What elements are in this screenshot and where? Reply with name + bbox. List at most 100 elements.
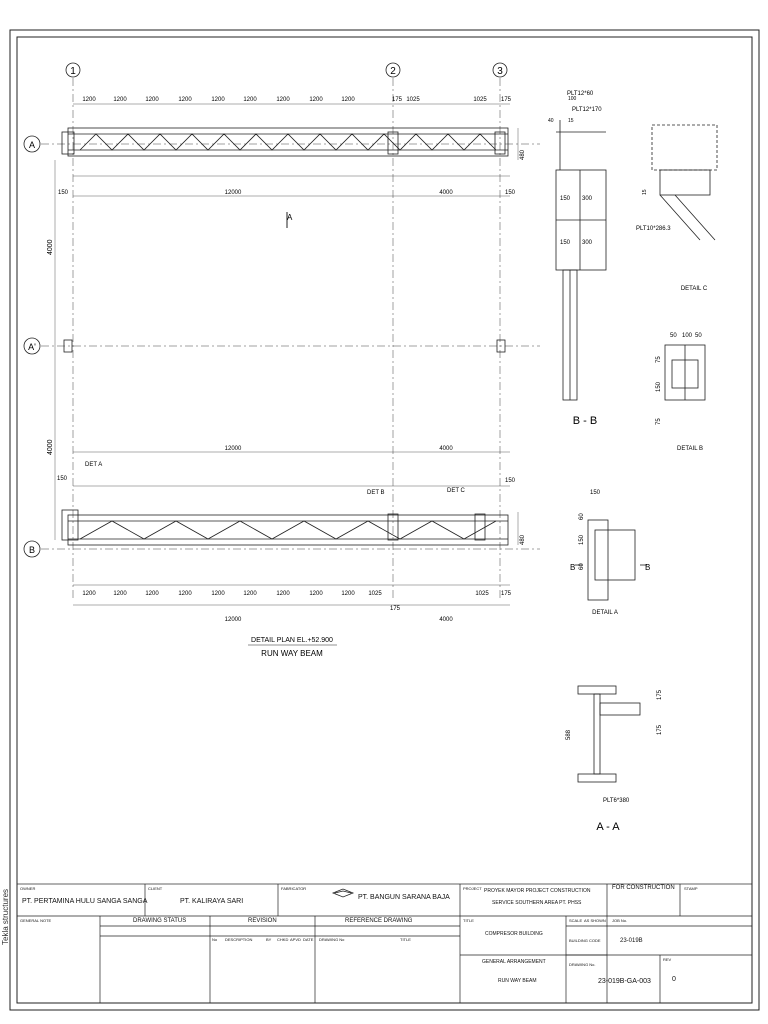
bb-plate-2: PLT12*170: [572, 107, 602, 113]
top-beam: [61, 127, 509, 157]
dim-bot-12000: 12000: [225, 617, 242, 623]
dim-bot-6: 1200: [276, 591, 290, 597]
section-mark-a: A: [287, 213, 293, 222]
bottom-beam: [61, 509, 509, 546]
aa-title: A - A: [596, 821, 620, 833]
rev-header-chkd: CHKD: [277, 937, 289, 942]
client-value: PT. KALIRAYA SARI: [180, 898, 244, 905]
dim-top-10: 1025: [406, 97, 420, 103]
rev-label: REV: [663, 957, 672, 962]
dim-bot-8: 1200: [341, 591, 355, 597]
reference-drawing-label: REFERENCE DRAWING: [345, 918, 413, 924]
dim-bot-4000: 4000: [439, 617, 453, 623]
grid-lines: [41, 78, 540, 600]
dim-top-11: 1025: [473, 97, 487, 103]
inner-border: [16, 36, 753, 1004]
building-code-value: 23-019B: [620, 938, 643, 944]
grid-markers: [23, 62, 508, 558]
dim-bot-11: 175: [501, 591, 512, 597]
bb-title: B - B: [573, 415, 597, 427]
dim-bot-9: 1025: [368, 591, 382, 597]
bb-dim-100: 100: [568, 96, 577, 102]
owner-label: OWNER: [20, 886, 36, 891]
project-label: PROJECT: [463, 886, 482, 891]
project-line-1: PROYEK MAYOR PROJECT CONSTRUCTION: [484, 888, 591, 894]
revision-label: REVISION: [248, 918, 277, 924]
dim-top-12000: 12000: [225, 190, 242, 196]
status-stamp: FOR CONSTRUCTION: [612, 885, 675, 891]
outer-border: [9, 29, 760, 1011]
dim-bot-1: 1200: [113, 591, 127, 597]
dim-top-0: 1200: [82, 97, 96, 103]
detail-c-plate: PLT10*286.3: [636, 226, 671, 232]
dim-top-9: 175: [392, 97, 403, 103]
detail-a-dim-150: 150: [590, 490, 601, 496]
dim-bot-7: 1200: [309, 591, 323, 597]
title-sub-2: RUN WAY BEAM: [498, 978, 537, 984]
aa-dim-175b: 175: [657, 724, 663, 735]
title-sub-1: GENERAL ARRANGEMENT: [482, 959, 546, 965]
dim-side-4000-lower: 4000: [47, 439, 54, 455]
stamp-label: STAMP: [684, 886, 698, 891]
support-a-prime-right: [496, 339, 506, 353]
drawing-no-label: DRAWING No.: [569, 962, 596, 967]
section-aa: [577, 685, 641, 783]
aa-dim-175a: 175: [657, 689, 663, 700]
aa-dim-588: 588: [566, 729, 572, 740]
title-label: TITLE: [463, 918, 474, 923]
top-dim-labels: 1200 1200 1200 1200 1200 1200 1200 1200 …: [58, 97, 516, 196]
detail-a-mark-right: B: [645, 563, 650, 572]
row-label-a: A: [29, 140, 35, 150]
bb-dim-300b: 300: [582, 240, 593, 246]
dim-height-480-bottom: 480: [520, 534, 526, 545]
plan-subtitle: RUN WAY BEAM: [261, 649, 323, 658]
dim-bot-4: 1200: [211, 591, 225, 597]
detail-c: [651, 124, 718, 241]
rev-header-title: TITLE: [400, 937, 411, 942]
row-label-b: B: [29, 545, 35, 555]
dim-top-7: 1200: [309, 97, 323, 103]
client-label: CLIENT: [148, 886, 163, 891]
scale-value: AS SHOWN: [584, 918, 606, 923]
dim-top-right-150: 150: [505, 190, 516, 196]
fabricator-value: PT. BANGUN SARANA BAJA: [358, 894, 450, 901]
dim-bu-12000: 12000: [225, 446, 242, 452]
dim-top-2: 1200: [145, 97, 159, 103]
fabricator-label: FABRICATOR: [281, 886, 307, 891]
grid-label-1: 1: [70, 66, 76, 77]
detail-b-dim-4: 150: [656, 381, 662, 392]
top-dimension-lines: [54, 103, 519, 606]
rev-header-no: No: [212, 937, 218, 942]
bb-dim-40: 40: [548, 118, 554, 124]
dim-top-4000: 4000: [439, 190, 453, 196]
detail-b-dim-2: 50: [695, 333, 702, 339]
rev-header-date: DATE: [303, 937, 314, 942]
rev-value: 0: [672, 976, 676, 983]
owner-value: PT. PERTAMINA HULU SANGA SANGA: [22, 898, 148, 905]
bb-dim-15: 15: [568, 118, 574, 124]
dim-top-5: 1200: [243, 97, 257, 103]
detail-b-title: DETAIL B: [677, 446, 703, 452]
dim-top-left-150: 150: [58, 190, 69, 196]
detail-b-dim-5: 75: [656, 418, 662, 425]
bb-dim-300a: 300: [582, 196, 593, 202]
bb-dim-150a: 150: [560, 196, 571, 202]
grid-label-2: 2: [390, 66, 396, 77]
general-note-label: GENERAL NOTE: [20, 918, 52, 923]
fabricator-logo: [331, 888, 355, 898]
grid-label-3: 3: [497, 66, 503, 77]
drawing-no-value: 23-019B-GA-003: [598, 978, 651, 985]
rev-header-drawing-no: DRAWING No: [319, 937, 345, 942]
det-b-label: DET B: [367, 490, 385, 496]
dim-top-4: 1200: [211, 97, 225, 103]
scale-label: SCALE: [569, 918, 583, 923]
dim-top-1: 1200: [113, 97, 127, 103]
support-a-prime-left: [63, 339, 73, 353]
project-line-2: SERVICE SOUTHERN AREA PT. PHSS: [492, 900, 582, 906]
aa-plate: PLT6*380: [603, 798, 630, 804]
title-block-frame: [16, 883, 753, 1004]
watermark: Tekla structures: [1, 888, 10, 945]
dim-bu-150: 150: [57, 476, 68, 482]
detail-a-dim-60a: 60: [579, 513, 585, 520]
dim-top-6: 1200: [276, 97, 290, 103]
